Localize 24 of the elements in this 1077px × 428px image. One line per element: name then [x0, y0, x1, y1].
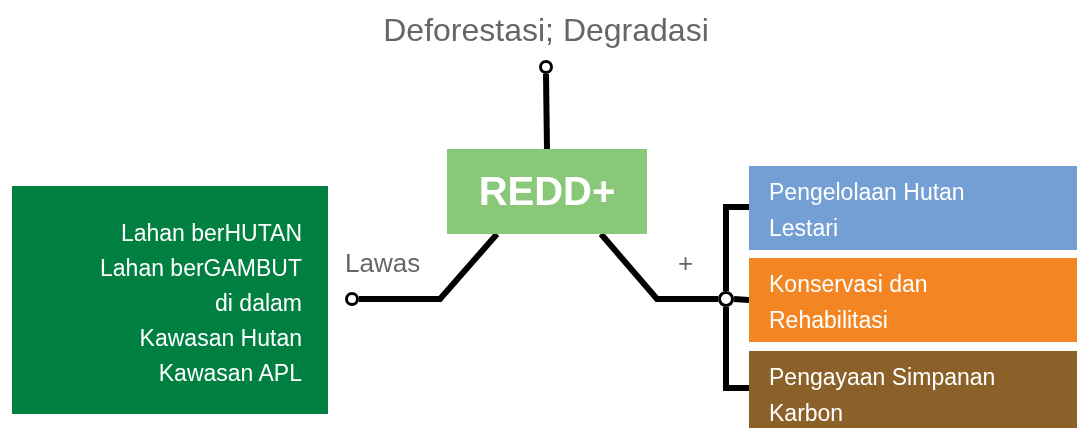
connector-line: [598, 232, 718, 302]
scope-line: di dalam: [215, 289, 302, 318]
scope-line: Kawasan APL: [158, 359, 302, 388]
connector-line: [723, 307, 749, 391]
junction-circle: [345, 292, 359, 306]
junction-circle: [539, 60, 553, 74]
core-box: [447, 149, 647, 234]
category-box: [749, 258, 1077, 342]
box-label: Pengelolaan Hutan Lestari: [769, 178, 966, 243]
box-label: Pengayaan Simpanan Karbon: [769, 363, 997, 428]
junction-circle: [718, 291, 734, 307]
connector-line: [733, 296, 750, 303]
category-box: [749, 351, 1077, 428]
scope-line: Kawasan Hutan: [139, 324, 302, 353]
scope-line: Lahan berGAMBUT: [100, 254, 302, 283]
node-caption: Deforestasi; Degradasi: [383, 12, 709, 49]
box-label: Konservasi dan Rehabilitasi: [769, 270, 929, 335]
connector-line: [543, 73, 550, 150]
connector-line: [723, 204, 749, 291]
box-title: REDD+: [478, 169, 616, 214]
scope-box: [12, 186, 328, 414]
connector-line: [359, 232, 500, 302]
scope-line: Lahan berHUTAN: [120, 219, 302, 248]
category-box: [749, 166, 1077, 250]
